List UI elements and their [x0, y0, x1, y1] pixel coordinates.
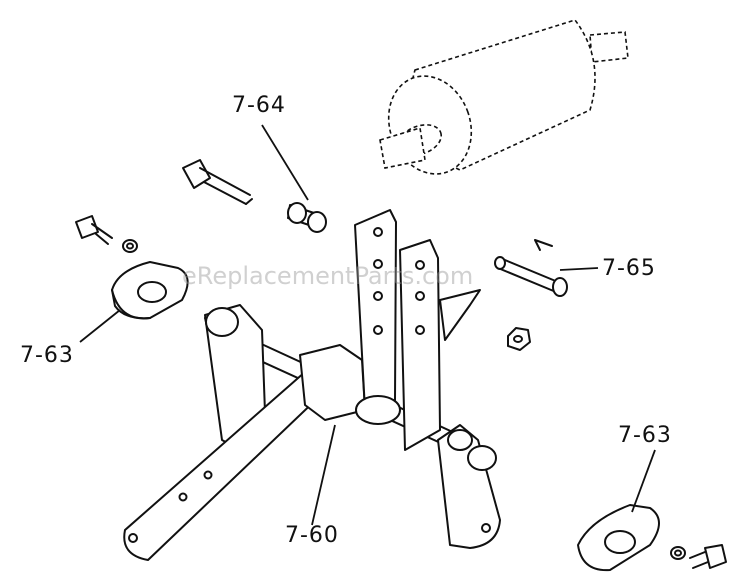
bolt-small-right [670, 544, 727, 569]
part-label-7-60: 7-60 [285, 523, 339, 548]
nut [507, 327, 531, 351]
bolt-long [182, 159, 253, 205]
part-label-7-63-right: 7-63 [618, 423, 672, 448]
pin-7-65 [494, 239, 568, 297]
leader-lines [79, 124, 656, 526]
spacer-7-64 [287, 202, 327, 233]
roller-drum [379, 19, 629, 175]
bracket-assembly-7-60 [123, 209, 501, 561]
bolt-small-left [75, 215, 138, 253]
part-label-7-64: 7-64 [232, 93, 286, 118]
flange-7-63-left [111, 261, 189, 320]
flange-7-63-right [577, 504, 660, 572]
part-label-7-63-left: 7-63 [20, 343, 74, 368]
part-label-7-65: 7-65 [602, 256, 656, 281]
watermark: eReplacementParts.com [182, 262, 474, 290]
